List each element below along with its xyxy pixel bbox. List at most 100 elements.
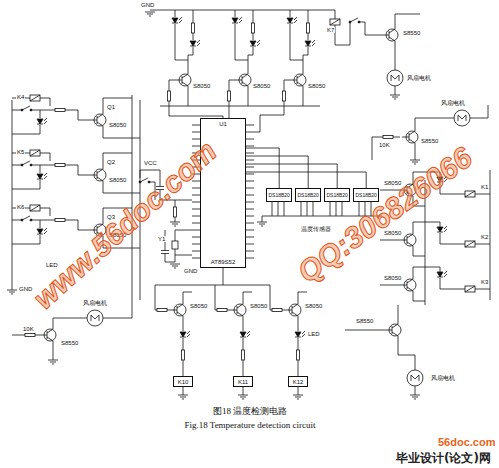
ground-symbol [410, 395, 420, 399]
resistor-symbol [307, 23, 310, 33]
part-label: S8050 [108, 177, 127, 183]
caption-text: Fig.18 Temperature detection circuit [184, 421, 315, 430]
wire [12, 235, 40, 244]
led-symbol [172, 17, 182, 23]
wire [103, 98, 132, 109]
resistor-symbol [55, 164, 65, 167]
wire [246, 202, 254, 203]
part-label: 风扇电机 [406, 75, 432, 81]
wire [246, 258, 254, 259]
wire [103, 131, 140, 138]
bus-wire [246, 172, 366, 188]
part-label: S8550 [402, 30, 421, 36]
transistor-symbol [382, 24, 398, 46]
part-label: 10K [22, 326, 35, 332]
wire [254, 112, 284, 132]
transistor-symbol [385, 319, 401, 341]
sensor-box: DS18B20 [353, 188, 379, 202]
wire [301, 202, 302, 216]
part-label: K5 [16, 149, 25, 155]
wire [165, 254, 175, 262]
wire [215, 285, 230, 310]
wire [440, 278, 465, 289]
sensor-box: DS18B20 [324, 188, 350, 202]
wire [103, 318, 132, 319]
resistor-symbol [272, 309, 282, 312]
transistor-symbol [235, 69, 251, 91]
wire [31, 110, 55, 111]
wire [183, 321, 184, 331]
wire [248, 47, 253, 69]
transistor-symbol [40, 324, 56, 346]
wire [313, 202, 314, 216]
wire [470, 105, 488, 118]
wire [246, 216, 254, 217]
sensor-box: DS18B20 [266, 188, 292, 202]
transistor-symbol [290, 69, 306, 91]
switch-symbol [21, 161, 32, 166]
wire [65, 165, 90, 175]
wire [307, 202, 308, 216]
wire [40, 98, 50, 106]
bus-wire [246, 164, 337, 188]
wire [253, 10, 254, 40]
part-label: Q2 [106, 159, 116, 165]
wire [192, 244, 200, 245]
led-symbol [287, 17, 297, 23]
ground-symbol [7, 290, 17, 294]
part-label: GND [183, 268, 198, 274]
resistor-symbol [228, 91, 231, 101]
wire [103, 153, 132, 164]
ground-symbol [257, 222, 267, 226]
node-text: K12 [293, 379, 304, 385]
transistor-symbol [400, 229, 416, 251]
part-label: S8050 [192, 83, 211, 89]
wire [246, 251, 254, 252]
wire [475, 289, 490, 290]
switch-symbol [21, 106, 32, 111]
part-label: K4 [16, 94, 25, 100]
wire [175, 24, 188, 60]
wire [308, 10, 309, 40]
wire [303, 47, 308, 69]
wire [12, 180, 40, 189]
wire [12, 165, 22, 166]
wire [192, 202, 200, 203]
wire [40, 110, 41, 118]
wire [490, 170, 491, 300]
wire [393, 137, 400, 138]
resistor-symbol [252, 23, 255, 33]
wire [262, 216, 263, 222]
ground-symbol [293, 395, 303, 399]
part-label: K2 [480, 234, 489, 240]
part-label: 风扇电机 [82, 300, 108, 306]
wire [35, 335, 40, 336]
wire [193, 10, 194, 40]
part-label: VCC [143, 160, 158, 166]
wire [246, 188, 254, 189]
resistor-symbol [297, 350, 300, 360]
wire [192, 132, 200, 133]
wire [192, 209, 200, 210]
wire [320, 10, 335, 19]
wire [183, 292, 192, 299]
transistor-symbol [400, 274, 416, 296]
wire [155, 285, 170, 310]
wire [413, 267, 440, 274]
transistor-symbol [230, 299, 246, 321]
part-label: S8050 [189, 303, 208, 309]
wire [372, 137, 383, 160]
wire [398, 341, 415, 370]
wire [246, 167, 254, 168]
wire [248, 91, 249, 106]
wire [336, 202, 337, 216]
part-label: 风扇电机 [440, 100, 466, 106]
switch-symbol [349, 18, 360, 23]
capacitor-symbol [161, 251, 169, 254]
bus-wire [246, 148, 279, 188]
wire [192, 230, 200, 231]
wire [12, 125, 40, 134]
wire [380, 240, 400, 241]
wire [235, 10, 236, 17]
site-logo: 毕业设计(论文)网 [396, 450, 491, 467]
